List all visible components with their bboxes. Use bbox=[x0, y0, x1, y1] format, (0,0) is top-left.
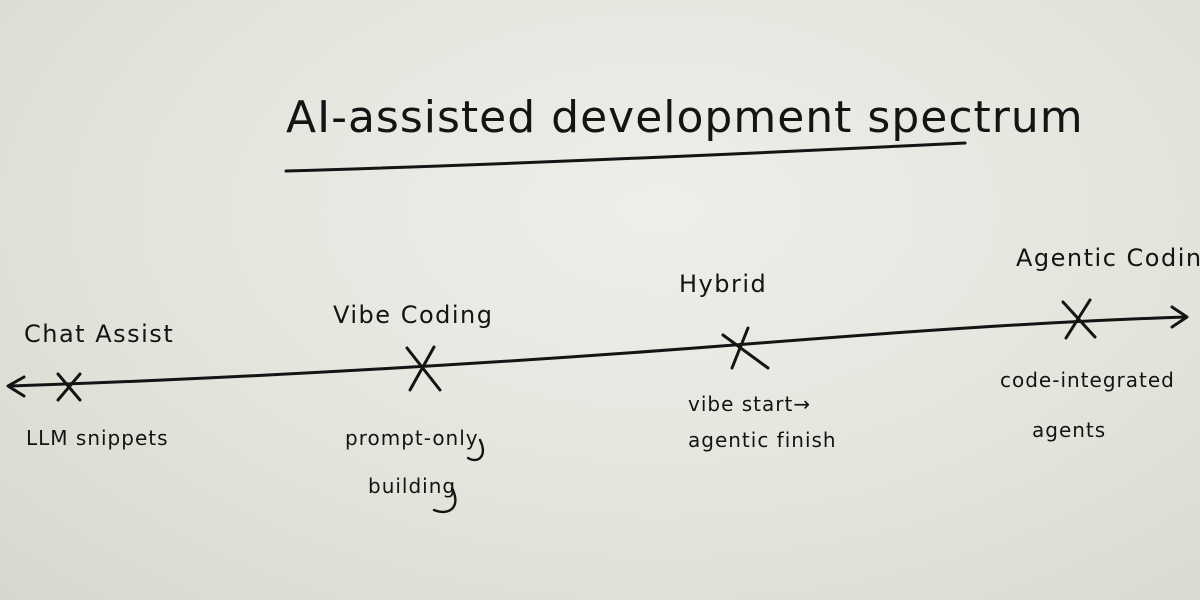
diagram-title: AI-assisted development spectrum bbox=[286, 92, 1084, 143]
left-arrowhead bbox=[6, 375, 26, 398]
underline-hook-building bbox=[432, 486, 457, 514]
point-desc-agentic-coding-line1: code-integrated bbox=[1000, 368, 1175, 392]
point-label-chat-assist: Chat Assist bbox=[24, 320, 175, 348]
point-desc-agentic-coding-line2: agents bbox=[1032, 418, 1107, 442]
point-desc-chat-assist: LLM snippets bbox=[26, 426, 169, 450]
underline-hook-only bbox=[466, 438, 485, 462]
marker-hybrid bbox=[721, 326, 770, 370]
marker-chat-assist bbox=[56, 372, 82, 402]
right-arrowhead bbox=[1170, 305, 1189, 329]
point-label-hybrid: Hybrid bbox=[679, 270, 768, 298]
marker-agentic-coding bbox=[1061, 298, 1097, 340]
point-desc-vibe-coding-line2: building bbox=[368, 474, 457, 498]
marker-vibe-coding bbox=[405, 345, 442, 392]
spectrum-line bbox=[8, 315, 1187, 388]
point-desc-hybrid-line2: agentic finish bbox=[688, 428, 837, 452]
point-desc-hybrid-line1: vibe start→ bbox=[688, 392, 812, 416]
title-underline bbox=[284, 141, 967, 173]
point-label-vibe-coding: Vibe Coding bbox=[333, 301, 494, 329]
point-label-agentic-coding: Agentic Coding bbox=[1016, 244, 1200, 272]
point-desc-vibe-coding-line1: prompt-only bbox=[345, 426, 479, 450]
